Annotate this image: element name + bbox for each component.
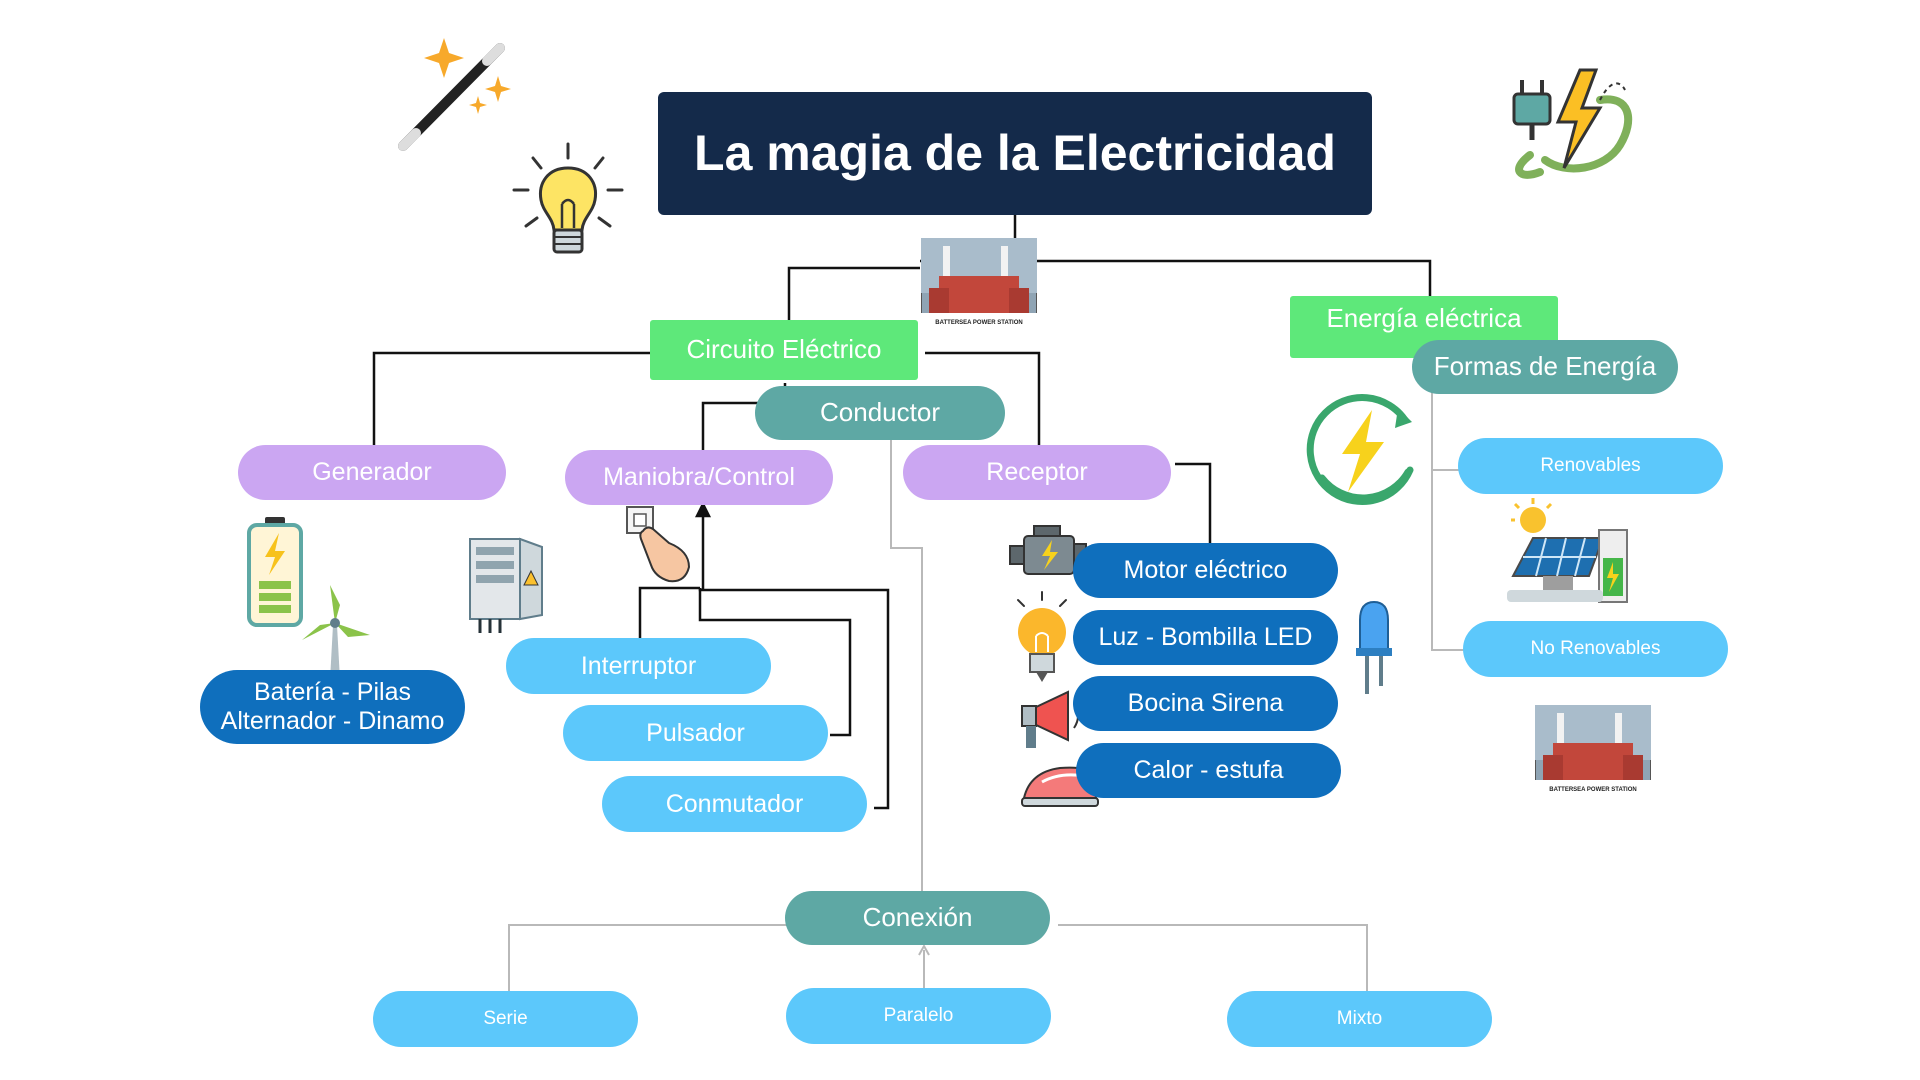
light-connectors — [508, 353, 1470, 995]
bulb-icon — [1017, 591, 1067, 682]
switch-press-icon — [626, 506, 691, 583]
magic-wand-icon — [398, 38, 511, 151]
led-icon — [1356, 600, 1392, 694]
renewable-energy-icon — [1306, 394, 1414, 506]
electrical-panel-icon — [469, 537, 543, 633]
power-station-icon: BATTERSEA POWER STATION — [921, 238, 1037, 328]
node-mixto: Mixto — [1227, 991, 1492, 1047]
node-generador-ejemplos: Batería - Pilas Alternador - Dinamo — [200, 670, 465, 744]
node-serie: Serie — [373, 991, 638, 1047]
page-title: La magia de la Electricidad — [658, 92, 1372, 215]
node-motor-electrico: Motor eléctrico — [1073, 543, 1338, 598]
node-maniobra-control: Maniobra/Control — [565, 450, 833, 505]
node-receptor: Receptor — [903, 445, 1171, 500]
node-pulsador: Pulsador — [563, 705, 828, 761]
generador-example-2: Alternador - Dinamo — [220, 707, 445, 735]
power-station-caption: BATTERSEA POWER STATION — [935, 320, 1022, 326]
node-conmutador: Conmutador — [602, 776, 867, 832]
node-bocina-sirena: Bocina Sirena — [1073, 676, 1338, 731]
node-calor-estufa: Calor - estufa — [1076, 743, 1341, 798]
node-no-renovables: No Renovables — [1463, 621, 1728, 677]
solar-panel-icon — [1507, 498, 1628, 603]
node-paralelo: Paralelo — [786, 988, 1051, 1044]
node-formas-de-energia: Formas de Energía — [1412, 340, 1678, 394]
node-conductor: Conductor — [755, 386, 1005, 440]
node-renovables: Renovables — [1458, 438, 1723, 494]
light-bulb-icon — [512, 142, 624, 254]
megaphone-icon — [1021, 690, 1079, 748]
generador-example-1: Batería - Pilas — [253, 678, 411, 707]
node-conexion: Conexión — [785, 891, 1050, 945]
wind-turbine-icon — [302, 585, 370, 680]
power-station-caption: BATTERSEA POWER STATION — [1549, 787, 1636, 793]
node-interruptor: Interruptor — [506, 638, 771, 694]
power-station-icon: BATTERSEA POWER STATION — [1535, 705, 1651, 795]
node-circuito-electrico: Circuito Eléctrico — [650, 320, 918, 380]
node-generador: Generador — [238, 445, 506, 500]
battery-icon — [247, 517, 303, 627]
node-luz-bombilla-led: Luz - Bombilla LED — [1073, 610, 1338, 665]
plug-lightning-icon — [1512, 68, 1633, 179]
